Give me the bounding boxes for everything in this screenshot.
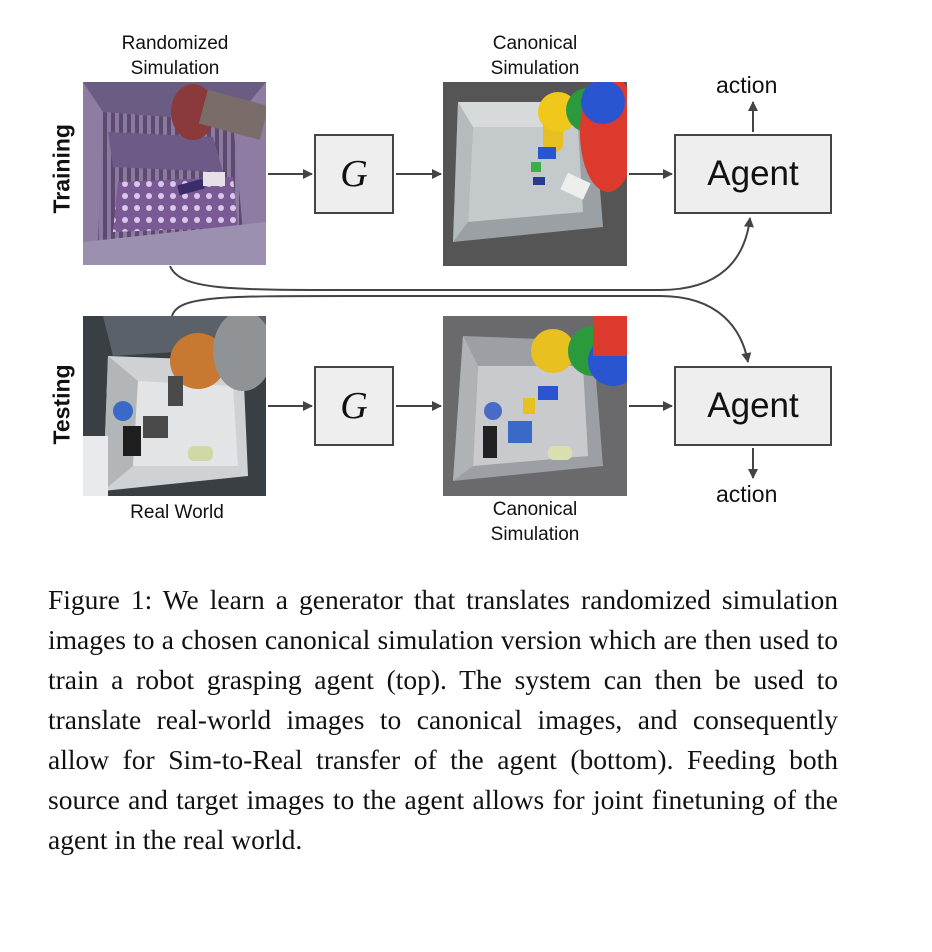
canonical-simulation-image-top — [443, 82, 627, 266]
canonical-simulation-image-bottom — [443, 316, 627, 496]
figure-caption: Figure 1: We learn a generator that tran… — [48, 584, 838, 855]
arrow-realworld-to-agent-curve — [171, 295, 752, 363]
agent-box-top: Agent — [674, 134, 832, 214]
action-label-top: action — [716, 72, 778, 98]
generator-box-top: G — [314, 134, 394, 214]
generator-label-top: G — [340, 153, 368, 195]
label-canonical-simulation-top: Canonical Simulation — [490, 33, 580, 79]
arrows-layer — [169, 101, 758, 479]
agent-label-bottom: Agent — [707, 386, 799, 425]
action-label-bottom: action — [716, 481, 778, 507]
agent-label-top: Agent — [707, 154, 799, 193]
randomized-simulation-image — [83, 82, 266, 265]
generator-label-bottom: G — [340, 385, 368, 427]
label-real-world: Real World — [130, 502, 224, 523]
label-randomized-simulation: Randomized Simulation — [121, 33, 229, 79]
agent-box-bottom: Agent — [674, 366, 832, 446]
real-world-image — [83, 316, 266, 496]
generator-box-bottom: G — [314, 366, 394, 446]
label-canonical-simulation-bottom: Canonical Simulation — [490, 499, 580, 545]
arrow-randsim-to-agent-curve — [169, 217, 754, 291]
